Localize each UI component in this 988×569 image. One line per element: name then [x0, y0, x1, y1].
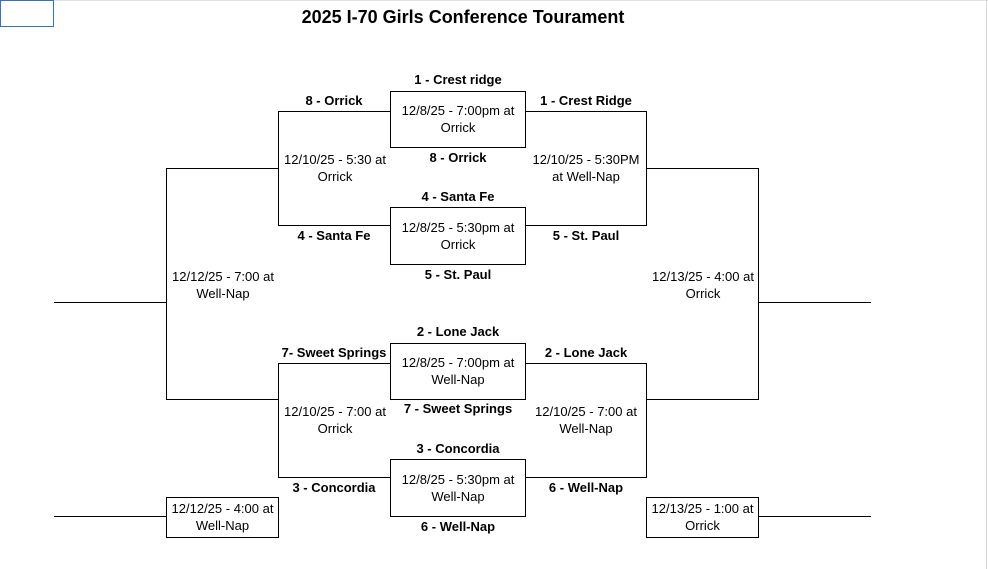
grid-top-edge: [54, 0, 988, 1]
left-final-location: Well-Nap: [196, 286, 250, 301]
game1-bottom-team: 8 - Orrick: [429, 150, 487, 165]
left-winner-line: [54, 302, 166, 303]
left-final-vertical-line: [166, 168, 167, 399]
right-final-time: 12/13/25 - 4:00 at: [652, 269, 754, 284]
right-final-vertical-line: [758, 168, 759, 399]
right-r2b-bottom-team: 6 - Well-Nap: [548, 480, 624, 495]
game4-info: 12/8/25 - 5:30pm at Well-Nap: [390, 471, 526, 505]
left-consolation-line: [54, 516, 166, 517]
game1-top-team: 1 - Crest ridge: [414, 72, 502, 87]
left-r2a-bottom-team: 4 - Santa Fe: [297, 228, 371, 243]
game3-bottom-team: 7 - Sweet Springs: [403, 401, 513, 416]
game4-box: [390, 459, 526, 517]
left-consolation-box: [166, 497, 279, 538]
right-consolation-box: [646, 497, 759, 538]
right-r2a-top-line: [526, 111, 646, 112]
game2-box: [390, 207, 526, 265]
game4-bottom-team: 6 - Well-Nap: [420, 519, 496, 534]
left-r2a-info: 12/10/25 - 5:30 at Orrick: [278, 151, 392, 185]
left-r2a-time: 12/10/25 - 5:30 at: [284, 152, 386, 167]
game2-time: 12/8/25 - 5:30pm at: [401, 220, 515, 235]
game4-top-team: 3 - Concordia: [416, 441, 500, 456]
left-r2b-top-line: [278, 363, 390, 364]
right-r2b-info: 12/10/25 - 7:00 at Well-Nap: [526, 403, 646, 437]
right-r2b-vertical-line: [646, 363, 647, 477]
left-r2b-location: Orrick: [317, 421, 353, 436]
right-final-bottom-line: [646, 399, 759, 400]
left-final-top-line: [166, 168, 278, 169]
left-final-time: 12/12/25 - 7:00 at: [172, 269, 274, 284]
right-r2a-info: 12/10/25 - 5:30PM at Well-Nap: [526, 151, 646, 185]
game2-location: Orrick: [440, 237, 476, 252]
right-r2a-location: at Well-Nap: [552, 169, 620, 184]
left-r2a-top-line: [278, 111, 390, 112]
game3-time: 12/8/25 - 7:00pm at: [401, 355, 515, 370]
right-consolation-info: 12/13/25 - 1:00 at Orrick: [646, 500, 759, 534]
left-final-bottom-line: [166, 399, 278, 400]
game1-info: 12/8/25 - 7:00pm at Orrick: [390, 102, 526, 136]
right-r2a-time: 12/10/25 - 5:30PM: [532, 152, 640, 167]
game3-info: 12/8/25 - 7:00pm at Well-Nap: [390, 354, 526, 388]
selected-cell[interactable]: [0, 0, 54, 27]
game3-box: [390, 343, 526, 400]
game4-time: 12/8/25 - 5:30pm at: [401, 472, 515, 487]
right-consolation-line: [758, 516, 871, 517]
left-r2b-bottom-line: [278, 477, 390, 478]
game2-info: 12/8/25 - 5:30pm at Orrick: [390, 219, 526, 253]
right-final-location: Orrick: [685, 286, 721, 301]
right-r2a-bottom-team: 5 - St. Paul: [552, 228, 620, 243]
game1-time: 12/8/25 - 7:00pm at: [401, 103, 515, 118]
left-r2b-time: 12/10/25 - 7:00 at: [284, 404, 386, 419]
left-final-info: 12/12/25 - 7:00 at Well-Nap: [166, 268, 280, 302]
right-final-top-line: [646, 168, 758, 169]
left-r2b-vertical-line: [278, 363, 279, 477]
left-consolation-time: 12/12/25 - 4:00 at: [171, 501, 274, 516]
game1-box: [390, 91, 526, 148]
right-consolation-time: 12/13/25 - 1:00 at: [651, 501, 754, 516]
right-r2a-bottom-line: [526, 225, 647, 226]
game2-top-team: 4 - Santa Fe: [421, 189, 495, 204]
game1-location: Orrick: [440, 120, 476, 135]
game3-location: Well-Nap: [431, 372, 485, 387]
right-r2b-bottom-line: [526, 477, 647, 478]
right-r2b-top-team: 2 - Lone Jack: [544, 345, 628, 360]
grid-right-edge: [986, 0, 987, 569]
left-r2a-vertical-line: [278, 111, 279, 225]
right-r2b-top-line: [526, 363, 646, 364]
left-r2b-info: 12/10/25 - 7:00 at Orrick: [278, 403, 392, 437]
left-r2a-top-team: 8 - Orrick: [305, 93, 363, 108]
left-r2b-bottom-team: 3 - Concordia: [292, 480, 376, 495]
right-r2b-time: 12/10/25 - 7:00 at: [535, 404, 637, 419]
left-r2a-location: Orrick: [317, 169, 353, 184]
right-consolation-location: Orrick: [685, 518, 720, 533]
right-r2a-top-team: 1 - Crest Ridge: [540, 93, 632, 108]
game3-top-team: 2 - Lone Jack: [416, 324, 500, 339]
page-title: 2025 I-70 Girls Conference Tourament: [301, 7, 625, 27]
game4-location: Well-Nap: [431, 489, 485, 504]
right-r2b-location: Well-Nap: [559, 421, 613, 436]
left-consolation-location: Well-Nap: [195, 518, 250, 533]
left-consolation-info: 12/12/25 - 4:00 at Well-Nap: [166, 500, 279, 534]
left-r2a-bottom-line: [278, 225, 390, 226]
game2-bottom-team: 5 - St. Paul: [424, 267, 492, 282]
left-r2b-top-team: 7- Sweet Springs: [281, 345, 387, 360]
right-final-info: 12/13/25 - 4:00 at Orrick: [646, 268, 760, 302]
right-winner-line: [758, 302, 871, 303]
